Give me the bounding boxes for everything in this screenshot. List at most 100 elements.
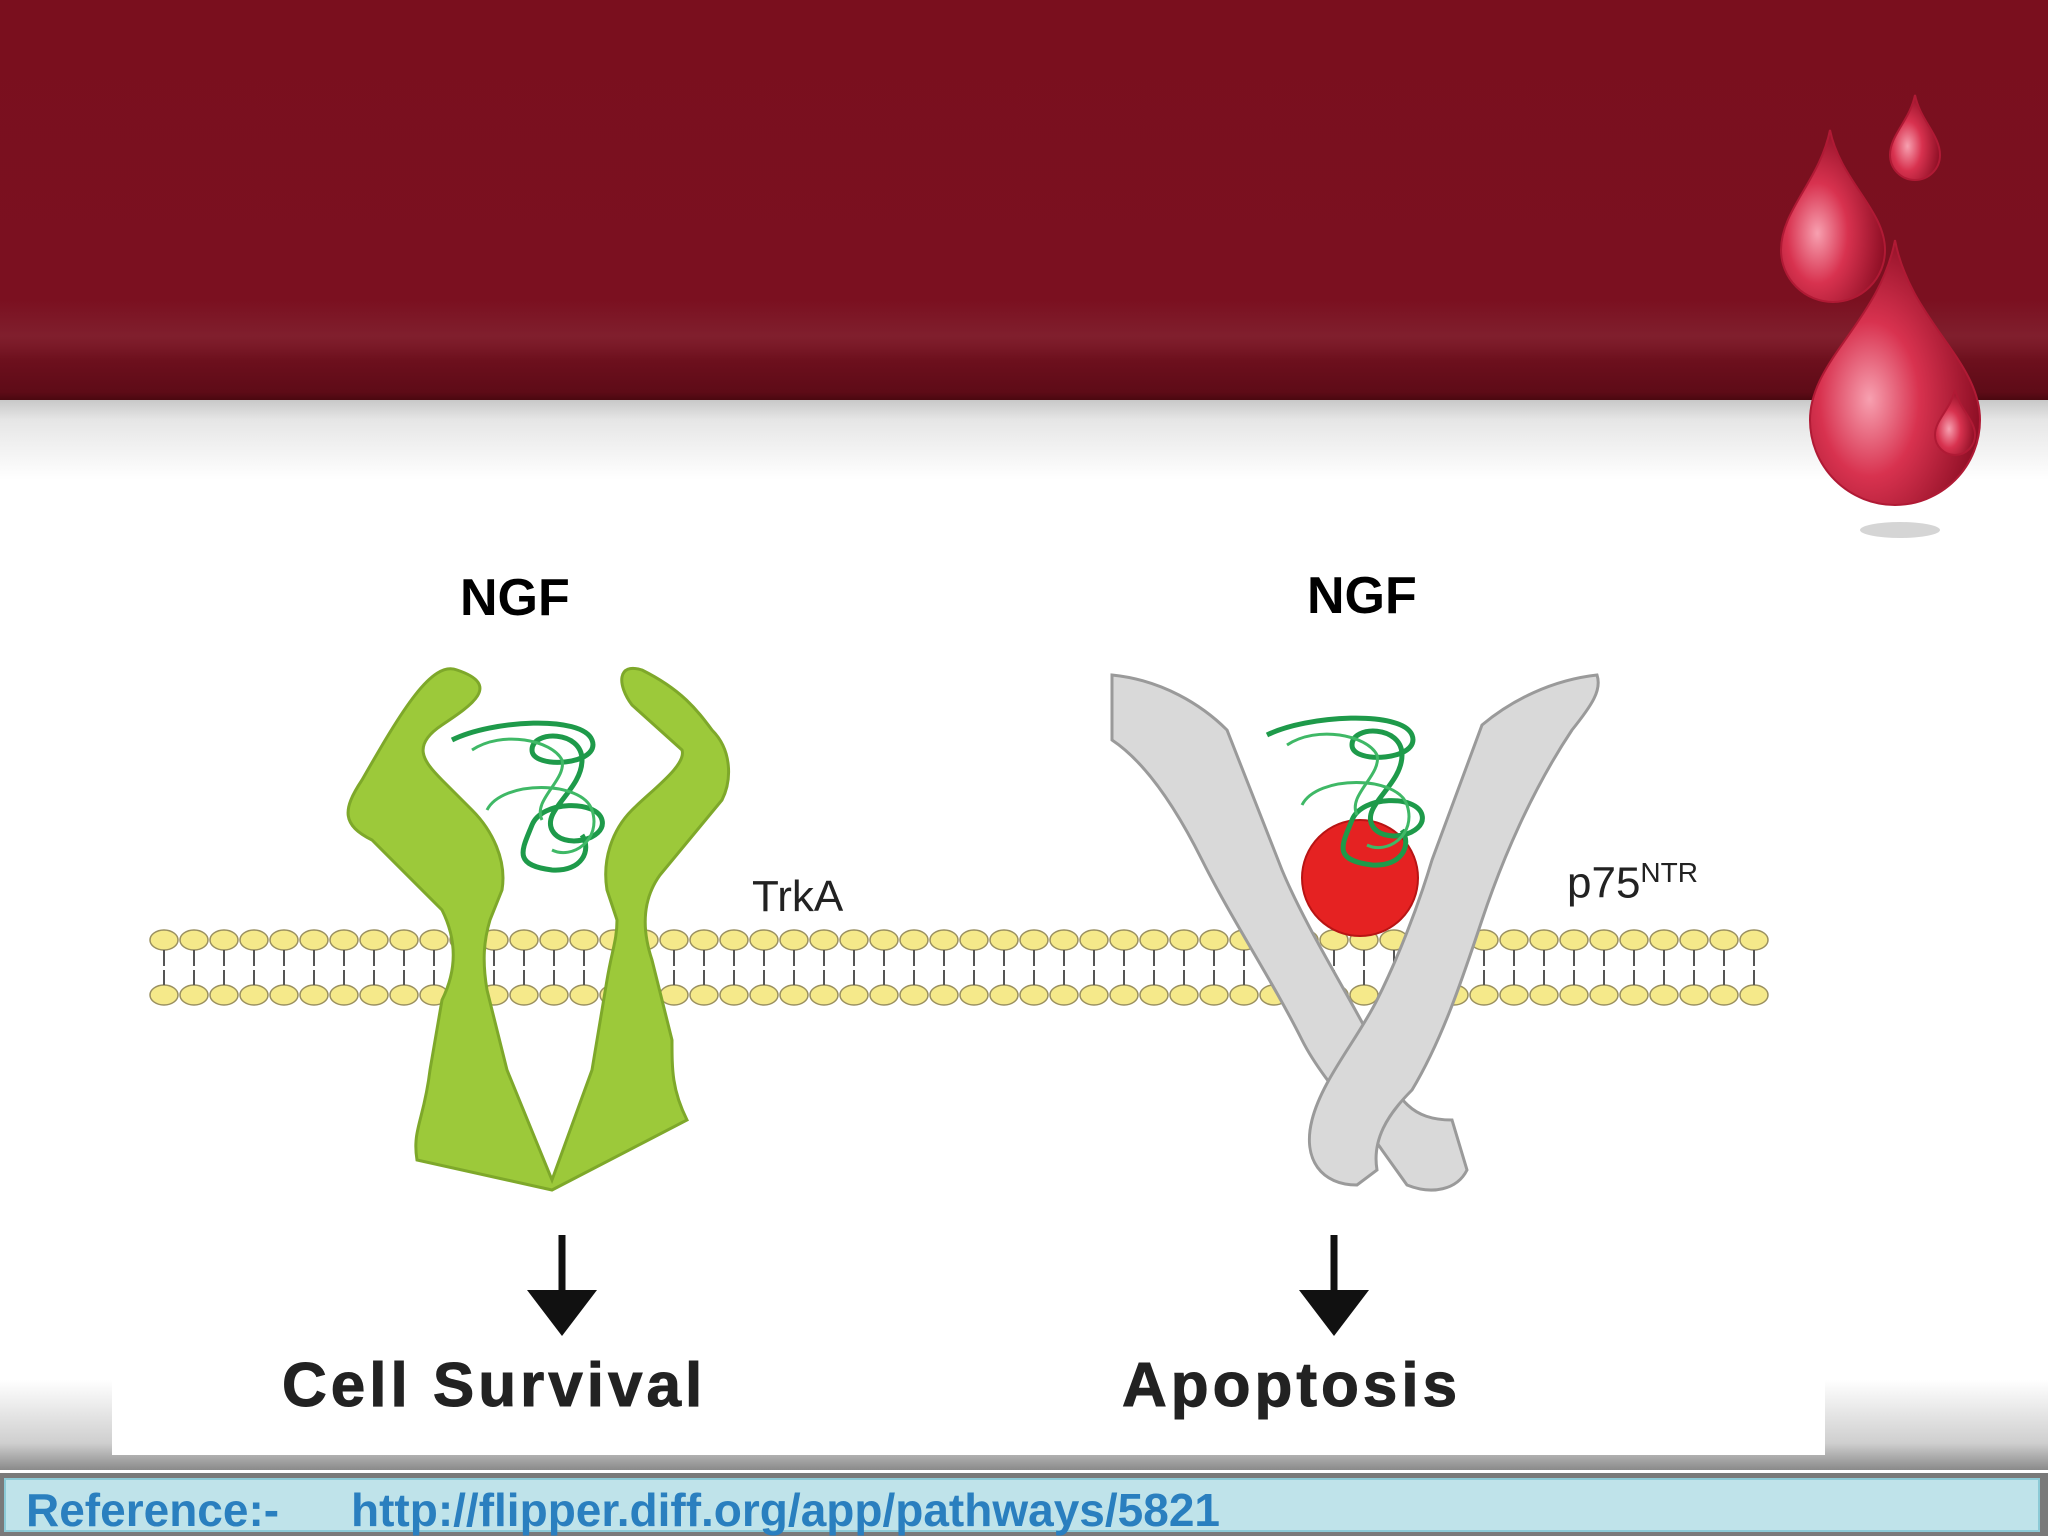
- lipid-head: [239, 984, 269, 1006]
- lipid-head: [959, 929, 989, 951]
- header-shine: [0, 300, 2048, 360]
- lipid-head: [1589, 984, 1619, 1006]
- trka-receptor: [346, 666, 731, 1192]
- header-banner: [0, 0, 2048, 400]
- p75-label-base: p75: [1567, 858, 1641, 908]
- p75-label-superscript: NTR: [1640, 857, 1698, 888]
- lipid-head: [1079, 929, 1109, 951]
- lipid-head: [1739, 984, 1769, 1006]
- lipid-head: [509, 929, 539, 951]
- lipid-head: [329, 984, 359, 1006]
- ngf-label-right: NGF: [1307, 567, 1417, 625]
- lipid-head: [689, 929, 719, 951]
- lipid-head: [359, 984, 389, 1006]
- lipid-head: [689, 984, 719, 1006]
- lipid-head: [1709, 929, 1739, 951]
- lipid-head: [1199, 929, 1229, 951]
- membrane-lipid-tails: [163, 950, 1755, 985]
- membrane-outer-layer: [149, 929, 1769, 951]
- lipid-head: [1709, 984, 1739, 1006]
- lipid-head: [209, 929, 239, 951]
- lipid-head: [179, 984, 209, 1006]
- lipid-head: [359, 929, 389, 951]
- header-shadow-band: [0, 400, 2048, 480]
- lipid-head: [809, 984, 839, 1006]
- lipid-head: [1649, 984, 1679, 1006]
- reference-label: Reference:-: [26, 1484, 280, 1536]
- lipid-head: [959, 984, 989, 1006]
- lipid-head: [749, 984, 779, 1006]
- reference-bar: Reference:- http://flipper.diff.org/app/…: [0, 1473, 2048, 1536]
- lipid-head: [989, 929, 1019, 951]
- lipid-head: [1349, 984, 1379, 1006]
- lipid-head: [899, 984, 929, 1006]
- cell-survival-label: Cell Survival: [281, 1351, 707, 1421]
- lipid-head: [749, 929, 779, 951]
- lipid-head: [869, 984, 899, 1006]
- lipid-head: [1139, 929, 1169, 951]
- lipid-head: [1049, 984, 1079, 1006]
- blood-drops-icon: [1779, 94, 1982, 538]
- reference-link[interactable]: http://flipper.diff.org/app/pathways/582…: [351, 1484, 1220, 1536]
- lipid-head: [1049, 929, 1079, 951]
- lipid-head: [389, 984, 419, 1006]
- lipid-head: [1619, 984, 1649, 1006]
- lipid-head: [419, 929, 449, 951]
- lipid-head: [209, 984, 239, 1006]
- arrow-down-icon-left: [527, 1235, 597, 1336]
- lipid-head: [719, 984, 749, 1006]
- lipid-head: [1109, 929, 1139, 951]
- reference-box: Reference:- http://flipper.diff.org/app/…: [4, 1478, 2040, 1536]
- lipid-head: [1529, 929, 1559, 951]
- lipid-head: [1589, 929, 1619, 951]
- lipid-head: [509, 984, 539, 1006]
- lipid-head: [1679, 984, 1709, 1006]
- lipid-head: [839, 984, 869, 1006]
- lipid-head: [389, 929, 419, 951]
- lipid-head: [269, 929, 299, 951]
- lipid-head: [1169, 929, 1199, 951]
- lipid-head: [329, 929, 359, 951]
- lipid-head: [929, 929, 959, 951]
- lipid-head: [569, 984, 599, 1006]
- lipid-head: [179, 929, 209, 951]
- lipid-head: [1229, 984, 1259, 1006]
- lipid-head: [659, 929, 689, 951]
- ngf-label-left: NGF: [460, 569, 570, 627]
- lipid-head: [1469, 984, 1499, 1006]
- lipid-head: [719, 929, 749, 951]
- lipid-head: [1079, 984, 1109, 1006]
- lipid-head: [659, 984, 689, 1006]
- ngf-molecule-right: [1265, 715, 1425, 868]
- lipid-head: [1559, 984, 1589, 1006]
- lipid-head: [1499, 929, 1529, 951]
- lipid-head: [1559, 929, 1589, 951]
- lipid-head: [539, 929, 569, 951]
- lipid-head: [899, 929, 929, 951]
- lipid-head: [839, 929, 869, 951]
- receptor-diagram-figure: NGF NGF TrkA p75NTR Cell Survival Apopto…: [112, 480, 1825, 1455]
- lipid-head: [1019, 984, 1049, 1006]
- lipid-head: [1649, 929, 1679, 951]
- trka-label: TrkA: [752, 872, 844, 921]
- lipid-head: [1199, 984, 1229, 1006]
- lipid-head: [239, 929, 269, 951]
- lipid-head: [1499, 984, 1529, 1006]
- lipid-head: [1139, 984, 1169, 1006]
- lipid-head: [569, 929, 599, 951]
- arrow-down-icon-right: [1299, 1235, 1369, 1336]
- ngf-receptor-diagram: [149, 666, 1769, 1336]
- cell-membrane: [149, 929, 1769, 1006]
- lipid-head: [539, 984, 569, 1006]
- lipid-head: [149, 984, 179, 1006]
- lipid-head: [299, 984, 329, 1006]
- lipid-head: [1739, 929, 1769, 951]
- lipid-head: [299, 929, 329, 951]
- lipid-head: [269, 984, 299, 1006]
- apoptosis-label: Apoptosis: [1121, 1351, 1462, 1421]
- lipid-head: [779, 929, 809, 951]
- lipid-head: [1169, 984, 1199, 1006]
- lipid-head: [869, 929, 899, 951]
- ngf-molecule-left: [450, 720, 605, 873]
- lipid-head: [1019, 929, 1049, 951]
